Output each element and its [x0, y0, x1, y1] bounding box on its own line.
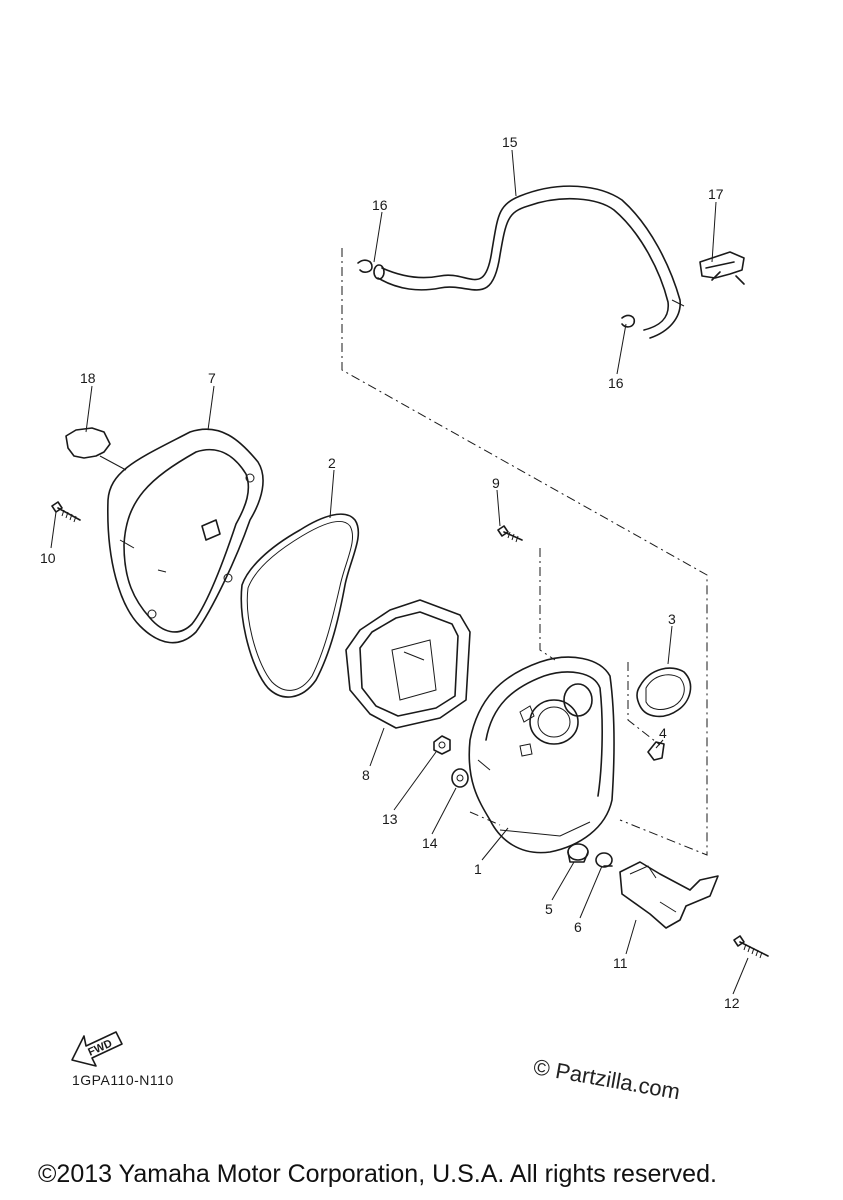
case-clip [647, 741, 665, 761]
copyright-notice: ©2013 Yamaha Motor Corporation, U.S.A. A… [38, 1160, 717, 1188]
air-cleaner-case [468, 656, 615, 854]
air-filter-element [345, 599, 471, 729]
bracket [619, 861, 719, 929]
washer [451, 768, 469, 788]
hose-clip-upper [357, 259, 373, 273]
callout-5: 5 [545, 901, 553, 917]
hose-clip-lower [621, 314, 636, 328]
diagram-code: 1GPA110-N110 [72, 1072, 174, 1088]
callout-12: 12 [724, 995, 740, 1011]
air-cleaner-cover [107, 428, 264, 644]
callout-1: 1 [474, 861, 482, 877]
case-screw [497, 525, 523, 543]
callout-13: 13 [382, 811, 398, 827]
callout-15: 15 [502, 134, 518, 150]
collar [595, 852, 613, 868]
callout-9: 9 [492, 475, 500, 491]
damper [567, 843, 589, 863]
callout-16-upper: 16 [372, 197, 388, 213]
forward-arrow-icon: FWD [71, 1031, 123, 1067]
o-ring [636, 667, 692, 718]
callout-2: 2 [328, 455, 336, 471]
leader-lines [50, 149, 749, 995]
callout-labels: 15 16 16 17 18 7 2 9 10 3 4 8 13 14 1 5 … [40, 134, 740, 1011]
callout-17: 17 [708, 186, 724, 202]
callout-7: 7 [208, 370, 216, 386]
cover-gasket [240, 513, 360, 698]
callout-8: 8 [362, 767, 370, 783]
callout-10: 10 [40, 550, 56, 566]
callout-16-lower: 16 [608, 375, 624, 391]
callout-6: 6 [574, 919, 582, 935]
hose-clamp [699, 251, 745, 285]
cover-screw [51, 501, 81, 523]
callout-3: 3 [668, 611, 676, 627]
callout-18: 18 [80, 370, 96, 386]
assembly-outline [341, 248, 708, 856]
breather-hose [373, 185, 685, 339]
callout-14: 14 [422, 835, 438, 851]
nut [433, 735, 451, 755]
callout-11: 11 [613, 955, 628, 971]
callout-4: 4 [659, 725, 667, 741]
caution-label [65, 427, 111, 459]
bracket-bolt [733, 935, 769, 959]
fwd-label: FWD [86, 1038, 114, 1059]
